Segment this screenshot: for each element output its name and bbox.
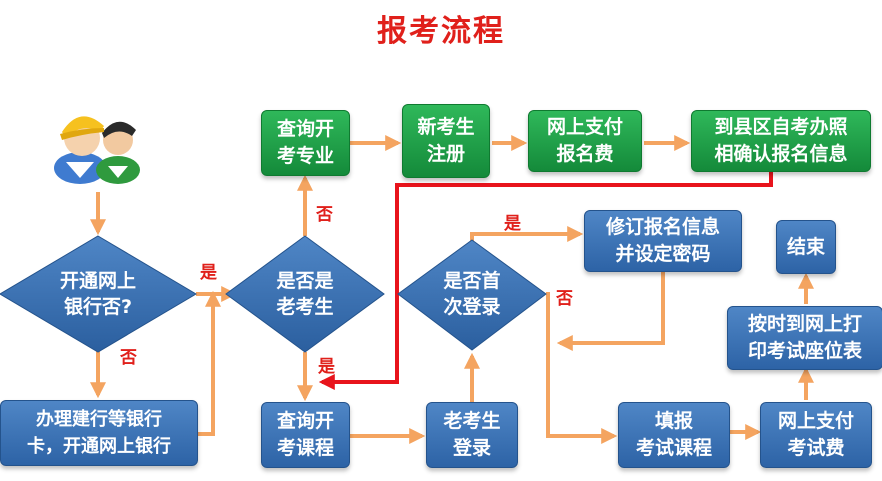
decision-open-bank bbox=[0, 235, 197, 353]
node-open-bank-card[interactable]: 办理建行等银行 卡，开通网上银行 bbox=[0, 400, 198, 466]
label-no-old: 否 bbox=[316, 205, 333, 225]
node-new-register[interactable]: 新考生 注册 bbox=[402, 104, 490, 178]
decision-first-login-label: 是否首 次登录 bbox=[443, 270, 501, 318]
decision-open-bank-label: 开通网上 银行否? bbox=[59, 270, 136, 318]
node-query-courses[interactable]: 查询开 考课程 bbox=[261, 402, 350, 468]
arrows bbox=[90, 135, 814, 444]
node-revise-info[interactable]: 修订报名信息 并设定密码 bbox=[584, 210, 742, 272]
label-yes-bank: 是 bbox=[200, 263, 217, 283]
node-print-ticket[interactable]: 按时到网上打 印考试座位表 bbox=[727, 306, 882, 370]
decision-old-candidate-label: 是否是 老考生 bbox=[276, 270, 334, 318]
label-yes-old: 是 bbox=[318, 357, 335, 377]
user-avatar-icon bbox=[54, 116, 140, 184]
decision-old-candidate bbox=[225, 235, 385, 353]
red-return-line bbox=[318, 170, 773, 390]
node-pay-exam[interactable]: 网上支付 考试费 bbox=[760, 402, 872, 468]
decision-first-login bbox=[397, 239, 547, 351]
arrow-card-to-old-q bbox=[198, 290, 221, 436]
node-photo-confirm[interactable]: 到县区自考办照 相确认报名信息 bbox=[691, 110, 871, 172]
node-query-major[interactable]: 查询开 考专业 bbox=[261, 110, 350, 176]
node-end[interactable]: 结束 bbox=[776, 220, 836, 274]
arrow-first-q-to-revise bbox=[470, 226, 584, 242]
arrow-revise-to-back bbox=[556, 270, 665, 351]
label-no-first: 否 bbox=[556, 289, 573, 309]
node-fill-courses[interactable]: 填报 考试课程 bbox=[618, 402, 730, 468]
arrow-first-q-to-fill bbox=[546, 292, 618, 444]
label-yes-first: 是 bbox=[504, 214, 521, 234]
node-pay-fee[interactable]: 网上支付 报名费 bbox=[528, 110, 642, 172]
label-no-bank: 否 bbox=[120, 348, 137, 368]
page-title: 报考流程 bbox=[377, 14, 505, 49]
node-old-login[interactable]: 老考生 登录 bbox=[426, 402, 518, 468]
